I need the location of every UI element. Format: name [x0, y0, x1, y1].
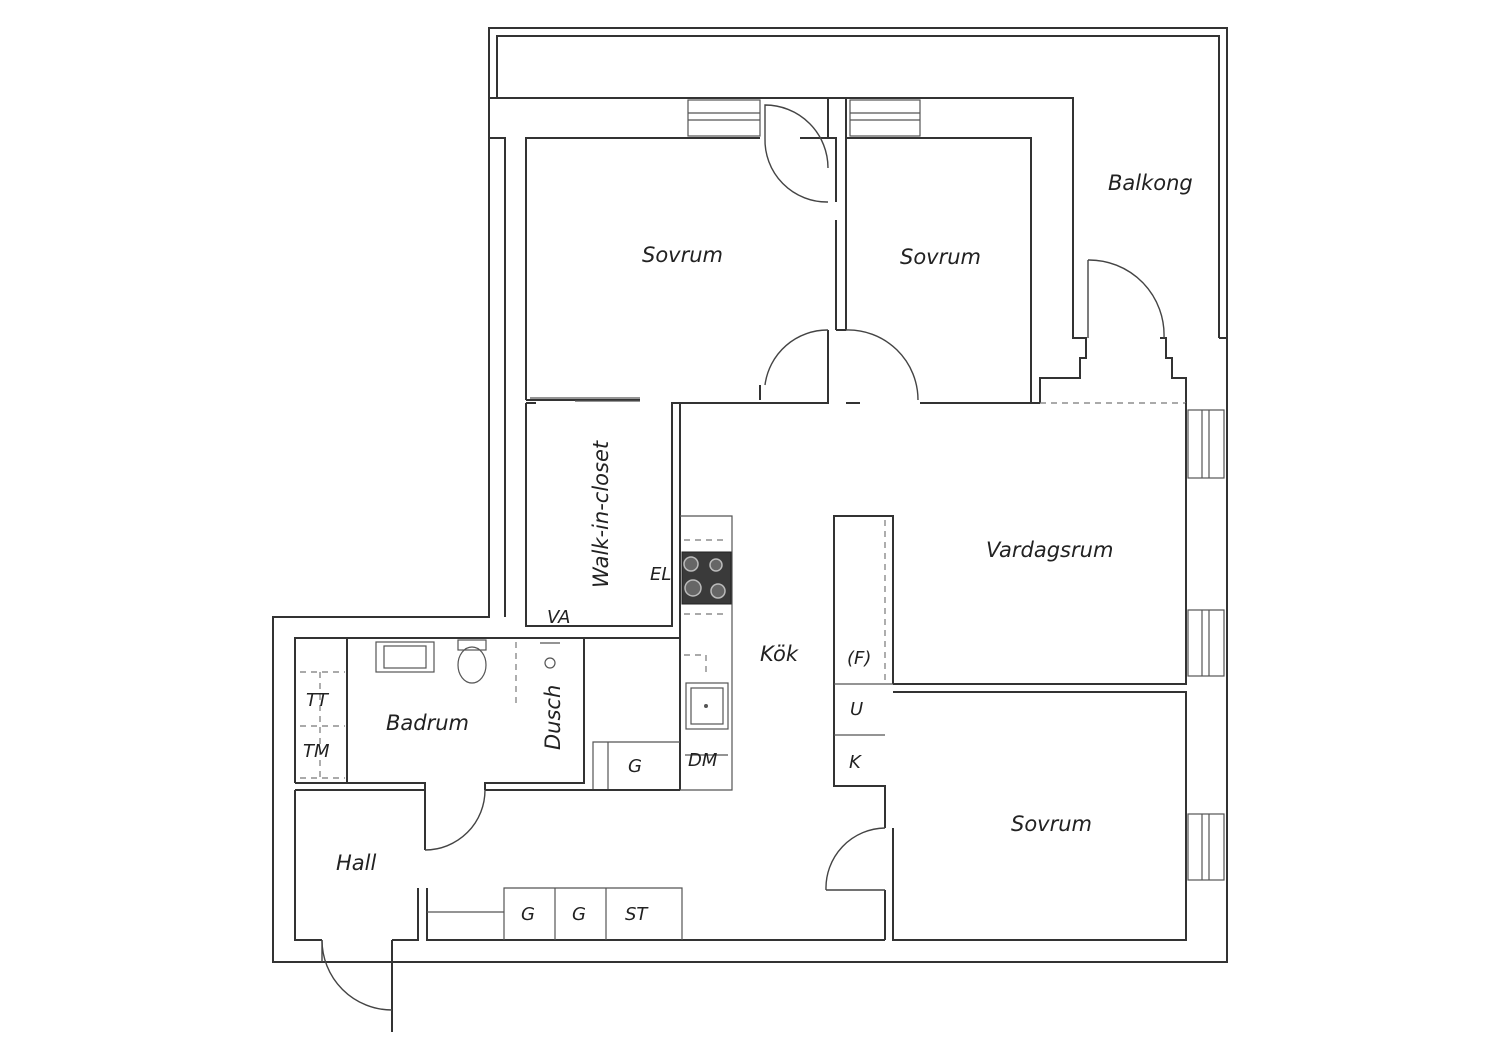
windows-top [687, 99, 921, 137]
label-wardrobe-hall-2: G [572, 904, 586, 925]
living-walls [680, 402, 1187, 941]
label-kitchen: Kök [760, 642, 799, 666]
label-bathroom: Badrum [386, 711, 469, 735]
label-balcony: Balkong [1108, 171, 1193, 195]
label-oven: U [850, 699, 863, 720]
bedroom-walls [525, 98, 1032, 404]
label-bedroom-bottom: Sovrum [1011, 812, 1092, 836]
kitchen-counter [680, 515, 733, 791]
door-arc-bedroom-top-left [764, 104, 829, 169]
label-wardrobe-kitchen: G [628, 756, 642, 777]
label-living-room: Vardagsrum [986, 538, 1113, 562]
doors [321, 104, 1165, 1011]
label-va: VA [547, 607, 570, 628]
label-refrigerator: K [849, 752, 862, 773]
label-bedroom-top-left: Sovrum [642, 243, 723, 267]
balcony-area [489, 35, 1227, 404]
label-shower: Dusch [541, 685, 565, 750]
label-tm: TM [303, 741, 330, 762]
bathroom-walls [294, 637, 680, 790]
label-walk-in-closet: Walk-in-closet [589, 440, 613, 588]
label-tt: TT [306, 690, 330, 711]
label-fridge: (F) [847, 648, 871, 669]
label-hall: Hall [336, 851, 376, 875]
hall-walls [294, 789, 885, 1032]
label-wardrobe-hall-1: G [521, 904, 535, 925]
label-el: EL [650, 564, 671, 585]
windows-right [1187, 409, 1225, 881]
closet-walls [525, 397, 681, 790]
label-bedroom-top-right: Sovrum [900, 245, 981, 269]
label-cleaning-closet: ST [625, 904, 649, 925]
kitchen-wardrobe [592, 741, 680, 790]
label-dm: DM [688, 750, 718, 771]
outer-walls [272, 27, 1228, 963]
